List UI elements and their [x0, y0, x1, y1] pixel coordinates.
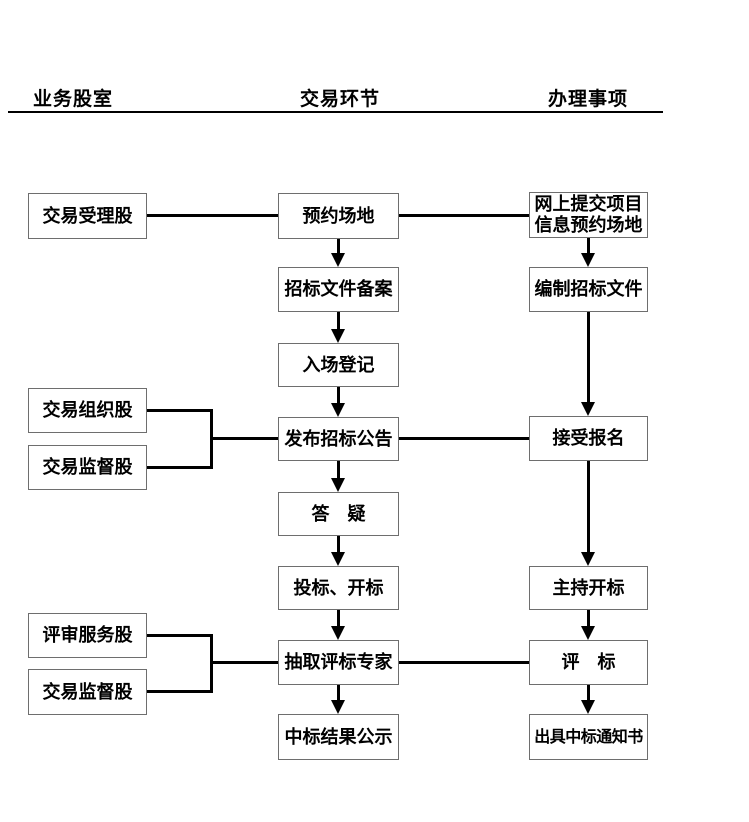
step-box-result-publicity: 中标结果公示 — [278, 714, 399, 760]
flow-line-m4 — [337, 461, 340, 479]
task-box-online-submit-reserve: 网上提交项目 信息预约场地 — [529, 192, 648, 238]
column-header-handling-tasks: 办理事项 — [548, 89, 629, 110]
bracket1-stub-supervision — [147, 466, 210, 469]
arrow-down-icon — [581, 402, 595, 416]
bracket2-to-experts — [210, 661, 278, 664]
step-box-bid-and-opening: 投标、开标 — [278, 566, 399, 610]
flow-line-r4 — [587, 610, 590, 627]
dept-box-transaction-acceptance: 交易受理股 — [28, 193, 147, 239]
step-box-answer-questions: 答 疑 — [278, 492, 399, 536]
arrow-down-icon — [331, 700, 345, 714]
task-box-accept-registration: 接受报名 — [529, 416, 648, 461]
flow-line-r5 — [587, 685, 590, 701]
flow-line-m5 — [337, 536, 340, 553]
arrow-down-icon — [331, 403, 345, 417]
step-box-select-evaluation-experts: 抽取评标专家 — [278, 640, 399, 685]
arrow-down-icon — [581, 552, 595, 566]
arrow-down-icon — [581, 700, 595, 714]
connector-experts-to-evaluation — [399, 661, 529, 664]
flow-line-m3 — [337, 387, 340, 404]
bracket1-to-announcement — [210, 437, 278, 440]
connector-announcement-to-registration — [399, 437, 529, 440]
arrow-down-icon — [331, 552, 345, 566]
dept-box-transaction-organization: 交易组织股 — [28, 388, 147, 433]
arrow-down-icon — [331, 253, 345, 267]
flow-line-m1 — [337, 239, 340, 254]
step-box-publish-announcement: 发布招标公告 — [278, 417, 399, 461]
bracket1-stub-organization — [147, 409, 210, 412]
task-box-bid-evaluation: 评 标 — [529, 640, 648, 685]
connector-acceptance-to-reserve — [147, 214, 278, 217]
arrow-down-icon — [331, 329, 345, 343]
arrow-down-icon — [581, 626, 595, 640]
arrow-down-icon — [581, 253, 595, 267]
flow-line-r2 — [587, 312, 590, 403]
flow-line-m6 — [337, 610, 340, 627]
task-box-host-bid-opening: 主持开标 — [529, 566, 648, 610]
dept-box-transaction-supervision-1: 交易监督股 — [28, 445, 147, 490]
connector-reserve-to-online-submit — [399, 214, 529, 217]
step-box-bid-doc-filing: 招标文件备案 — [278, 267, 399, 312]
task-box-prepare-bid-doc: 编制招标文件 — [529, 267, 648, 312]
dept-box-review-service: 评审服务股 — [28, 613, 147, 658]
bracket2-stub-supervision — [147, 690, 210, 693]
dept-box-transaction-supervision-2: 交易监督股 — [28, 669, 147, 715]
step-box-entry-registration: 入场登记 — [278, 343, 399, 387]
column-header-business-sections: 业务股室 — [33, 89, 114, 110]
header-underline — [8, 111, 663, 113]
flow-line-r1 — [587, 238, 590, 254]
bracket2-stub-review-service — [147, 634, 210, 637]
arrow-down-icon — [331, 478, 345, 492]
step-box-reserve-venue: 预约场地 — [278, 193, 399, 239]
flow-line-r3 — [587, 461, 590, 553]
task-box-issue-award-notice: 出具中标通知书 — [529, 714, 648, 760]
flow-line-m2 — [337, 312, 340, 330]
column-header-transaction-steps: 交易环节 — [300, 89, 381, 110]
flow-line-m7 — [337, 685, 340, 701]
arrow-down-icon — [331, 626, 345, 640]
